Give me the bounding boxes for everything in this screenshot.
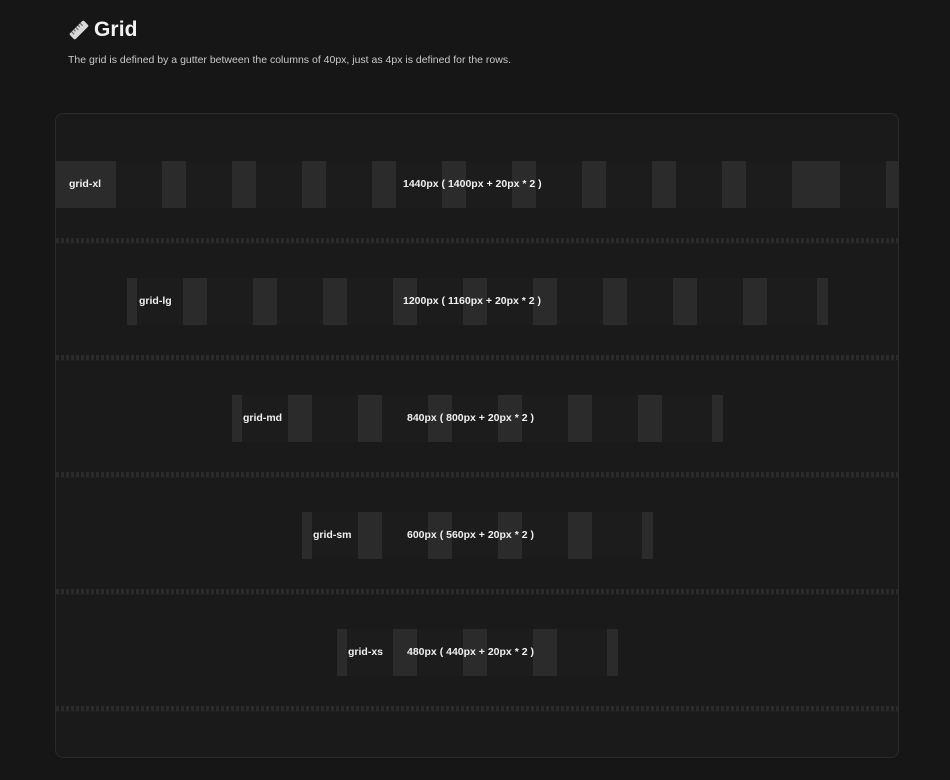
grid-column <box>256 161 302 208</box>
grid-label: grid-xs <box>348 646 384 658</box>
grid-column <box>466 161 512 208</box>
grid-column <box>676 161 722 208</box>
grid-column <box>347 278 393 325</box>
grid-size: 840px ( 800px + 20px * 2 ) <box>407 412 534 424</box>
grid-column <box>606 161 652 208</box>
row-divider <box>56 589 898 595</box>
grid-column <box>417 629 463 676</box>
grid-column <box>277 278 323 325</box>
ruler-icon <box>68 19 90 41</box>
grid-size: 1200px ( 1160px + 20px * 2 ) <box>403 295 542 307</box>
grid-column <box>767 278 817 325</box>
grid-column <box>697 278 743 325</box>
grid-column <box>746 161 792 208</box>
grid-column <box>627 278 673 325</box>
grid-xs-band: grid-xs 480px ( 440px + 20px * 2 ) <box>337 629 618 676</box>
grid-md-band: grid-md 840px ( 800px + 20px * 2 ) <box>232 395 723 442</box>
grid-column <box>487 629 533 676</box>
grid-size: 1440px ( 1400px + 20px * 2 ) <box>403 178 542 190</box>
row-divider <box>56 238 898 244</box>
grid-size: 480px ( 440px + 20px * 2 ) <box>407 646 534 658</box>
grid-column <box>312 395 358 442</box>
grid-column <box>347 629 393 676</box>
grid-column <box>417 278 463 325</box>
grid-column <box>662 395 712 442</box>
grid-column <box>557 278 603 325</box>
grid-column <box>592 512 642 559</box>
title-row: Grid <box>68 16 138 44</box>
grid-column <box>137 278 183 325</box>
grid-column <box>396 161 442 208</box>
grid-column <box>487 278 533 325</box>
grid-size: 600px ( 560px + 20px * 2 ) <box>407 529 534 541</box>
page-title: Grid <box>94 18 138 41</box>
grid-label: grid-lg <box>139 295 172 307</box>
grid-xl-band: grid-xl 1440px ( 1400px + 20px * 2 ) <box>56 161 898 208</box>
grid-lg-band: grid-lg 1200px ( 1160px + 20px * 2 ) <box>127 278 828 325</box>
grid-column <box>326 161 372 208</box>
grid-column <box>452 395 498 442</box>
grid-column <box>242 395 288 442</box>
grid-column <box>207 278 253 325</box>
row-divider <box>56 706 898 712</box>
grid-showcase-panel: grid-xl 1440px ( 1400px + 20px * 2 ) gri… <box>55 113 899 758</box>
grid-column <box>557 629 607 676</box>
grid-column <box>382 512 428 559</box>
page-header: Grid <box>68 16 138 44</box>
grid-column <box>116 161 162 208</box>
page-description: The grid is defined by a gutter between … <box>68 54 511 66</box>
grid-column <box>840 161 886 208</box>
grid-column <box>592 395 638 442</box>
grid-sm-band: grid-sm 600px ( 560px + 20px * 2 ) <box>302 512 653 559</box>
grid-column <box>452 512 498 559</box>
grid-label: grid-sm <box>313 529 352 541</box>
grid-column <box>382 395 428 442</box>
grid-label: grid-md <box>243 412 283 424</box>
grid-column <box>536 161 582 208</box>
row-divider <box>56 472 898 478</box>
row-divider <box>56 355 898 361</box>
grid-column <box>522 512 568 559</box>
grid-label: grid-xl <box>69 178 102 190</box>
grid-column <box>312 512 358 559</box>
grid-column <box>522 395 568 442</box>
grid-column <box>186 161 232 208</box>
